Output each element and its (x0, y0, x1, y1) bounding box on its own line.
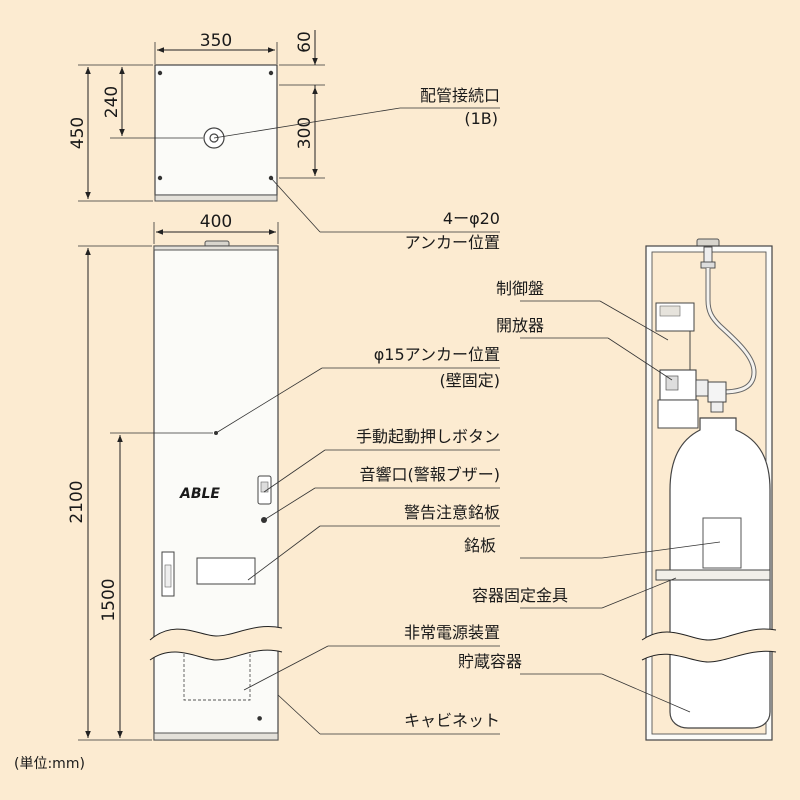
dim-anchor-spacing: 300 (295, 117, 315, 149)
label-cabinet: キャビネット (404, 711, 500, 730)
leader-pipe-connection (213, 107, 401, 139)
cabinet-base (153, 732, 279, 741)
dim-cabinet-width: 400 (200, 212, 232, 232)
dim-top-depth: 450 (68, 117, 88, 149)
front-view: ABLE ● (149, 240, 283, 741)
top-view (154, 64, 278, 202)
maker-mark: ● (257, 715, 262, 722)
label-warning-plate: 警告注意銘板 (404, 503, 500, 522)
label-control-panel: 制御盤 (496, 279, 544, 298)
label-sound-port: 音響口(警報ブザー) (360, 465, 501, 484)
container-bracket (655, 569, 771, 581)
front-leaders (215, 367, 500, 735)
dim-anchor-height: 1500 (99, 578, 119, 621)
label-wall-anchor: φ15アンカー位置 (374, 345, 500, 364)
leader-anchor (270, 177, 321, 233)
label-release-device: 開放器 (496, 316, 544, 335)
anchor-hole (157, 70, 163, 76)
dim-top-offset: 60 (295, 31, 315, 53)
label-pipe-connection: 配管接続口 (420, 86, 500, 105)
dim-top-width: 350 (200, 31, 232, 51)
unit-note: (単位:mm) (14, 756, 85, 772)
label-wall-fix: (壁固定) (440, 371, 501, 390)
label-storage-container: 貯蔵容器 (458, 652, 522, 671)
dim-cabinet-height: 2100 (67, 480, 87, 523)
label-manual-button: 手動起動押しボタン (356, 427, 500, 446)
label-nameplate: 銘板 (464, 536, 496, 555)
label-emergency-power: 非常電源装置 (404, 623, 500, 642)
label-anchor-position: アンカー位置 (405, 233, 500, 252)
anchor-hole (157, 175, 163, 181)
section-break-gap (642, 628, 776, 662)
top-view-base (154, 194, 278, 202)
brand-logo: ABLE (179, 486, 220, 502)
front-dimensions: 400 2100 1500 (67, 212, 279, 741)
break-gap (150, 626, 282, 660)
anchor-hole (268, 70, 274, 76)
section-view (641, 238, 777, 741)
warning-plate (196, 557, 256, 585)
label-container-bracket: 容器固定金具 (472, 586, 568, 605)
label-anchor-holes: 4ーφ20 (443, 209, 500, 228)
section-leaders (520, 300, 721, 713)
dim-pipe-from-front: 240 (102, 86, 122, 118)
label-pipe-connection-size: (1B) (464, 109, 498, 128)
cylinder-nameplate (702, 517, 742, 569)
top-dimensions: 350 60 300 450 240 (68, 30, 325, 202)
